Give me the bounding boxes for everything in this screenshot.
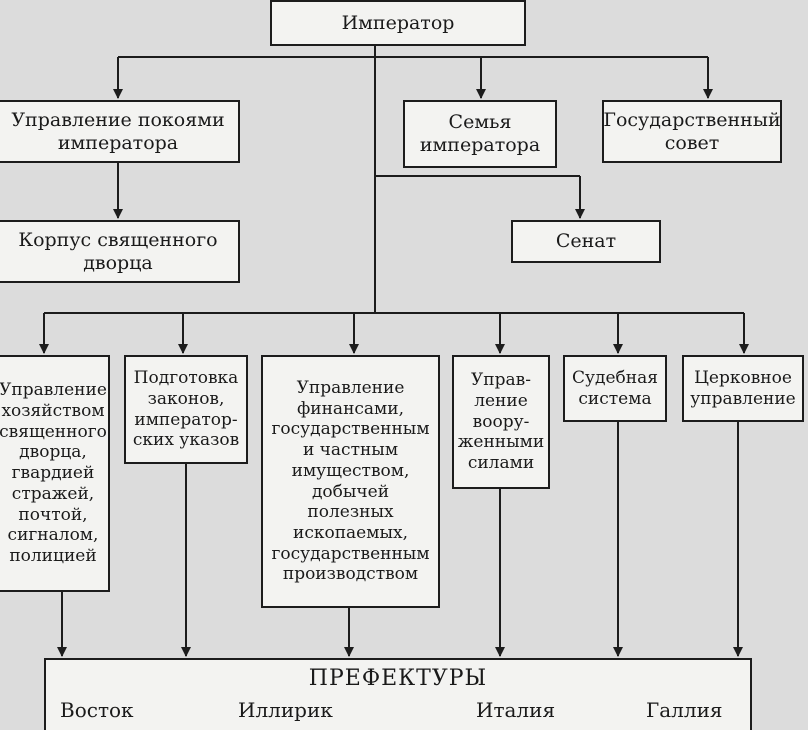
senate-label: Сенат bbox=[555, 230, 617, 253]
church-label: Церковное управление bbox=[690, 367, 796, 409]
laws-box: Подготовка законов, император- ских указ… bbox=[124, 355, 248, 464]
palace-corps-label: Корпус священного дворца bbox=[18, 228, 218, 274]
senate-box: Сенат bbox=[511, 220, 661, 263]
emperor-label: Император bbox=[341, 11, 455, 34]
army-label: Управ- ление воору- женными силами bbox=[457, 370, 545, 474]
church-box: Церковное управление bbox=[682, 355, 804, 422]
finance-box: Управление финансами, государственным и … bbox=[261, 355, 440, 608]
palace-corps-box: Корпус священного дворца bbox=[0, 220, 240, 283]
palace-economy-box: Управление хозяйством священного дворца,… bbox=[0, 355, 110, 592]
prefecture-italy: Италия bbox=[476, 698, 556, 722]
prefectures-title: ПРЕФЕКТУРЫ bbox=[308, 666, 488, 691]
chamber-admin-box: Управление покоями императора bbox=[0, 100, 240, 163]
army-box: Управ- ление воору- женными силами bbox=[452, 355, 550, 489]
judiciary-box: Судебная система bbox=[563, 355, 667, 422]
state-council-label: Государственный совет bbox=[603, 108, 781, 154]
palace-economy-label: Управление хозяйством священного дворца,… bbox=[0, 380, 107, 567]
finance-label: Управление финансами, государственным и … bbox=[271, 377, 430, 585]
prefecture-illyricum: Иллирик bbox=[238, 698, 333, 722]
state-council-box: Государственный совет bbox=[602, 100, 782, 163]
laws-label: Подготовка законов, император- ских указ… bbox=[132, 368, 240, 451]
emperor-box: Император bbox=[270, 0, 526, 46]
prefecture-east: Восток bbox=[60, 698, 134, 722]
judiciary-label: Судебная система bbox=[572, 367, 658, 409]
family-box: Семья императора bbox=[403, 100, 557, 168]
chamber-admin-label: Управление покоями императора bbox=[11, 108, 225, 154]
prefectures-box: ПРЕФЕКТУРЫ Восток Иллирик Италия Галлия bbox=[44, 658, 752, 730]
family-label: Семья императора bbox=[419, 111, 541, 156]
prefecture-gaul: Галлия bbox=[646, 698, 723, 722]
